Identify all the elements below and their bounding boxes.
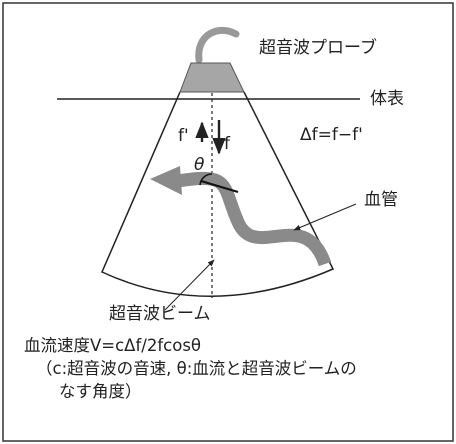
- f-prime-label: f': [178, 126, 189, 146]
- theta-label: θ: [194, 155, 205, 175]
- body-surface-label: 体表: [370, 89, 404, 109]
- formula-legend-line1: （c:超音波の音速, θ:血流と超音波ビームの: [36, 359, 357, 378]
- vessel-leader: [293, 203, 357, 231]
- beam-label: 超音波ビーム: [109, 304, 211, 324]
- delta-f-label: Δf=f−f': [300, 125, 363, 145]
- flow-direction-line: [200, 179, 239, 194]
- probe-icon: [179, 62, 245, 93]
- beam-fan: [101, 91, 335, 297]
- f-label: f: [224, 134, 230, 154]
- flow-velocity-formula: 血流速度V=cΔf/2fcosθ: [24, 336, 202, 355]
- vessel-label: 血管: [364, 190, 398, 210]
- blood-flow-arrowhead: [150, 166, 182, 195]
- probe-label: 超音波プローブ: [259, 38, 377, 58]
- beam-leader: [164, 259, 215, 311]
- angle-arc: [199, 173, 213, 186]
- blood-vessel: [176, 171, 332, 267]
- formula-legend-line2: なす角度）: [59, 382, 142, 401]
- probe-cable: [195, 26, 240, 64]
